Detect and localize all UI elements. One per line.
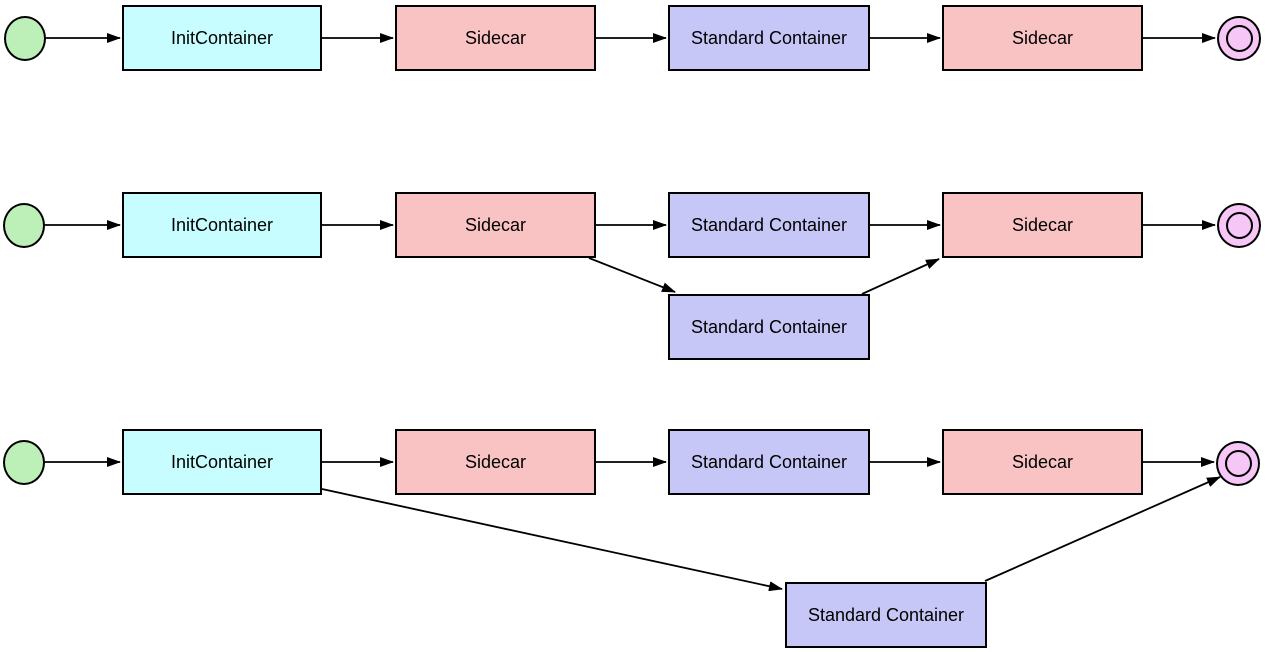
end-circle	[1217, 16, 1261, 61]
sidecar-node: Sidecar	[942, 5, 1143, 71]
init-container-node: InitContainer	[122, 429, 322, 495]
init-container-node: InitContainer	[122, 192, 322, 258]
end-circle	[1216, 441, 1260, 486]
sidecar-node: Sidecar	[395, 192, 596, 258]
arrow-r3-init-extrastd	[321, 488, 783, 592]
standard-container-node: Standard Container	[668, 429, 870, 495]
arrow-r3-extrastd-end	[984, 476, 1221, 582]
end-circle	[1217, 203, 1261, 248]
sidecar-node: Sidecar	[395, 429, 596, 495]
sidecar-node: Sidecar	[395, 5, 596, 71]
arrow-r2-sidecar-extrastd	[588, 257, 676, 293]
end-circle-inner-ring	[1225, 212, 1253, 239]
sidecar-node: Sidecar	[942, 192, 1143, 258]
start-circle	[3, 203, 45, 248]
standard-container-extra-node: Standard Container	[785, 582, 987, 648]
start-circle	[3, 440, 45, 485]
init-container-node: InitContainer	[122, 5, 322, 71]
end-circle-inner-ring	[1225, 25, 1253, 52]
arrow-r2-extrastd-sidecar	[861, 258, 940, 295]
standard-container-node: Standard Container	[668, 5, 870, 71]
standard-container-node: Standard Container	[668, 192, 870, 258]
start-circle	[4, 16, 46, 61]
standard-container-extra-node: Standard Container	[668, 294, 870, 360]
end-circle-inner-ring	[1224, 450, 1252, 477]
sidecar-node: Sidecar	[942, 429, 1143, 495]
